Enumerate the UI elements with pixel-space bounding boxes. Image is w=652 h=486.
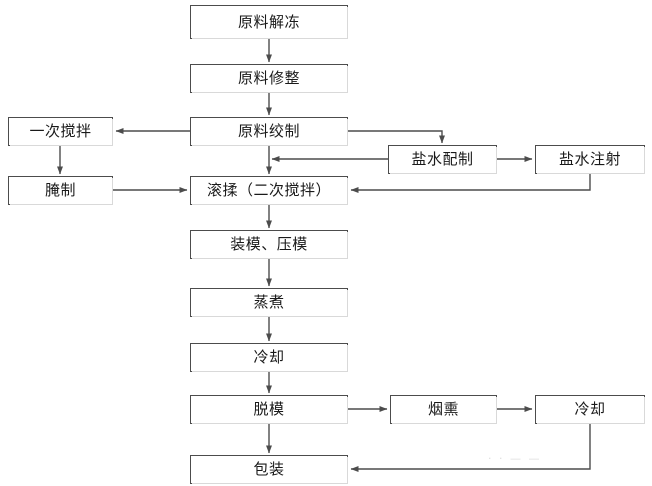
- node-smoking[interactable]: 烟熏: [390, 395, 497, 424]
- node-molding-pressing[interactable]: 装模、压模: [190, 230, 348, 259]
- edge-grind-to-brine-prep: [348, 130, 445, 144]
- node-label: 冷却: [574, 400, 606, 418]
- node-tumbling-second-mixing[interactable]: 滚揉（二次搅拌）: [190, 176, 348, 205]
- edge-cooling2-to-package: [350, 424, 591, 472]
- node-label: 腌制: [44, 181, 76, 199]
- node-label: 原料解冻: [237, 12, 300, 31]
- node-steam-cooking[interactable]: 蒸煮: [190, 288, 348, 317]
- node-cooling[interactable]: 冷却: [190, 343, 348, 372]
- node-label: 盐水注射: [558, 150, 621, 168]
- node-label: 脱模: [253, 400, 285, 418]
- node-label: 盐水配制: [411, 150, 474, 168]
- node-label: 烟熏: [427, 400, 459, 418]
- node-label: 一次搅拌: [29, 122, 92, 140]
- node-first-mixing[interactable]: 一次搅拌: [8, 117, 113, 146]
- node-label: 滚揉（二次搅拌）: [206, 181, 331, 199]
- edge-brine-inject-to-tumble: [350, 174, 591, 193]
- node-brine-preparation[interactable]: 盐水配制: [388, 145, 497, 174]
- node-label: 原料修整: [237, 69, 300, 87]
- node-cooling-after-smoking[interactable]: 冷却: [535, 395, 645, 424]
- node-packaging[interactable]: 包装: [190, 455, 348, 484]
- node-demolding[interactable]: 脱模: [190, 395, 348, 424]
- node-curing[interactable]: 腌制: [8, 176, 113, 205]
- node-raw-material-grinding[interactable]: 原料绞制: [190, 117, 348, 146]
- node-raw-material-thawing[interactable]: 原料解冻: [190, 5, 348, 39]
- node-label: 原料绞制: [237, 122, 300, 140]
- node-raw-material-trimming[interactable]: 原料修整: [190, 64, 348, 93]
- node-label: 包装: [253, 460, 285, 478]
- node-brine-injection[interactable]: 盐水注射: [535, 145, 645, 174]
- node-label: 冷却: [253, 348, 285, 366]
- node-label: 蒸煮: [253, 293, 285, 311]
- node-label: 装模、压模: [230, 235, 308, 253]
- watermark-text: · · — —: [488, 452, 542, 465]
